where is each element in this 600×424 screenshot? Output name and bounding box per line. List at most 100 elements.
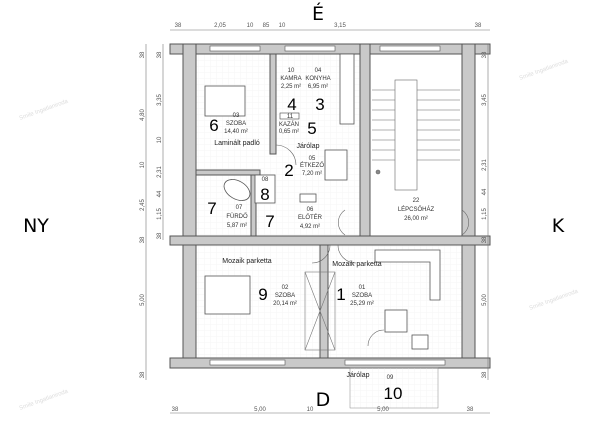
- dimension-label: 10: [307, 407, 314, 413]
- terrace: [349, 367, 439, 409]
- dimension-label: 5,00: [377, 407, 389, 413]
- dimension-label: 5,00: [254, 407, 266, 413]
- room-marker: 7: [265, 212, 274, 231]
- windows: [209, 45, 446, 366]
- room-area: 5,87 m²: [227, 223, 247, 229]
- room-name: ELŐTÉR: [298, 214, 323, 221]
- dimension-left-outer: 38 4,80 10 2,45 38 5,00 38: [140, 51, 146, 378]
- room-code: 05: [309, 156, 316, 162]
- dimension-label: 38: [140, 371, 146, 378]
- room-marker: 1: [336, 285, 345, 304]
- room-marker: 6: [209, 116, 218, 135]
- dimension-label: 2,31: [482, 159, 488, 171]
- room-marker: 2: [284, 161, 293, 180]
- room-name: KONYHA: [305, 76, 330, 82]
- room-name: SZOBA: [275, 293, 295, 299]
- room-marker: 7: [207, 199, 216, 218]
- dimension-label: 10: [247, 23, 254, 29]
- dimension-label: 85: [263, 23, 270, 29]
- dimension-label: 2,45: [140, 199, 146, 211]
- dimension-label: 38: [475, 23, 482, 29]
- dimension-bottom: 38 5,00 10 5,00 38: [172, 407, 474, 413]
- desk: [411, 334, 429, 350]
- room-area: 20,14 m²: [273, 301, 297, 307]
- dimension-label: 3,45: [482, 94, 488, 106]
- room-name: ÉTKEZŐ: [300, 162, 324, 169]
- dimension-label: 1,15: [482, 208, 488, 220]
- watermark: Smile Ingatlaniroda: [19, 388, 70, 411]
- room-marker: 8: [260, 185, 269, 204]
- material-label: Mozaik parketta: [222, 258, 272, 265]
- room-code: 09: [387, 375, 394, 381]
- room-code: 11: [287, 114, 294, 120]
- material-label: Járólap: [347, 372, 370, 379]
- dimension-label: 38: [482, 371, 488, 378]
- dimension-label: 44: [482, 188, 488, 195]
- dimension-label: 1,15: [157, 208, 163, 220]
- table: [384, 309, 408, 333]
- cabinet: [299, 193, 317, 203]
- room-name: FÜRDŐ: [226, 213, 248, 220]
- room-code: 03: [233, 113, 240, 119]
- dimension-label: 44: [157, 190, 163, 197]
- material-label: Járólap: [297, 143, 320, 150]
- room-area: 0,65 m²: [279, 129, 299, 135]
- room-name: LÉPCSŐHÁZ: [398, 206, 435, 213]
- room-code: 07: [236, 205, 243, 211]
- dimension-label: 3,35: [157, 94, 163, 106]
- doors: [275, 144, 470, 347]
- dimension-label: 10: [157, 136, 163, 143]
- staircase-area: [370, 54, 462, 236]
- staircase: [372, 79, 460, 191]
- room-area: 14,40 m²: [224, 129, 248, 135]
- dimension-lines: [145, 29, 490, 414]
- room-wc: 088: [260, 177, 269, 204]
- furniture: [204, 53, 441, 409]
- room-code: 08: [262, 177, 269, 183]
- dimension-label: 38: [140, 51, 146, 58]
- room-area: 4,92 m²: [300, 224, 320, 230]
- dimension-label: 10: [279, 23, 286, 29]
- east-label: K: [552, 215, 565, 237]
- room-name: SZOBA: [226, 121, 246, 127]
- dining-table: [324, 149, 348, 181]
- dimension-label: 38: [482, 236, 488, 243]
- room-code: 06: [307, 207, 314, 213]
- room-terrace: 09 10: [384, 375, 403, 403]
- dimension-label: 38: [482, 51, 488, 58]
- room-area: 7,20 m²: [302, 171, 322, 177]
- kitchen-counter: [339, 53, 355, 125]
- compass-labels: É D NY K: [23, 2, 565, 411]
- watermark: Smile Ingatlaniroda: [519, 58, 570, 81]
- wardrobe: [304, 271, 336, 351]
- bed: [204, 275, 251, 315]
- bathtub: [223, 179, 251, 201]
- dimension-label: 5,00: [482, 294, 488, 306]
- room-name: KAZÁN: [279, 121, 299, 128]
- floor-materials: Laminált padló Járólap Mozaik parketta M…: [214, 140, 382, 379]
- wc-room: [254, 174, 276, 204]
- watermark: Smile Ingatlaniroda: [529, 288, 580, 311]
- room-marker: 4: [287, 95, 296, 114]
- room-marker: 3: [315, 95, 324, 114]
- dimension-right: 38 3,45 2,31 44 1,15 38 5,00 38: [482, 51, 488, 378]
- room-name: SZOBA: [352, 293, 372, 299]
- dimension-label: 10: [140, 161, 146, 168]
- room-area: 26,00 m²: [404, 216, 428, 222]
- dimension-label: 2,31: [157, 166, 163, 178]
- west-label: NY: [23, 215, 49, 237]
- bed: [204, 85, 246, 117]
- dimension-left-inner: 38 3,35 10 2,31 44 1,15 38: [157, 51, 163, 239]
- room-marker: 10: [384, 384, 403, 403]
- dimension-label: 2,05: [214, 23, 226, 29]
- dimension-label: 38: [140, 236, 146, 243]
- south-label: D: [316, 389, 331, 411]
